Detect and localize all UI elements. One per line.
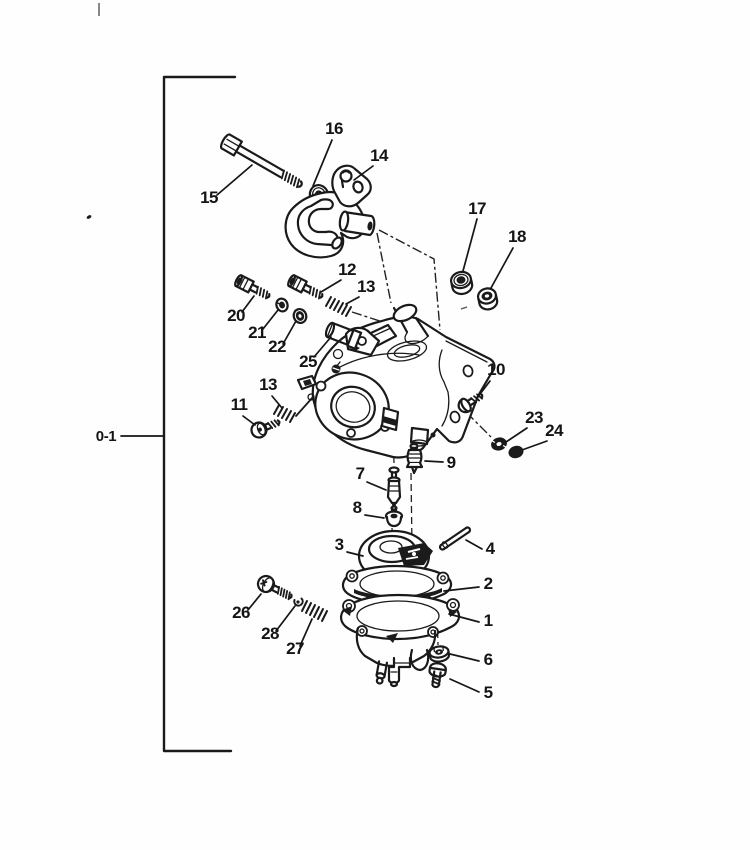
body-top-boss (392, 303, 430, 345)
leader-line-27 (299, 618, 313, 647)
callout-16: 16 (325, 119, 343, 138)
leader-line-13 (271, 395, 283, 409)
bowl-drain (375, 648, 430, 688)
callout-13: 13 (259, 375, 277, 394)
callout-2: 2 (484, 574, 493, 593)
part-screw-26 (256, 574, 293, 601)
leader-line-16 (312, 139, 333, 187)
callout-26: 26 (232, 603, 250, 622)
callout-17: 17 (468, 199, 486, 218)
leader-line-13 (345, 296, 360, 305)
part-bolt-15 (219, 133, 303, 189)
part-nut-6 (428, 645, 451, 663)
callout-23: 23 (525, 408, 543, 427)
part-spring-13a (325, 296, 352, 317)
part-needle-7 (386, 466, 402, 514)
leader-line-9 (424, 460, 444, 463)
callout-1: 1 (484, 611, 493, 630)
part-bolt-5 (428, 662, 447, 689)
leader-line-17 (462, 218, 478, 272)
body-bottom-stubs (380, 406, 436, 447)
leader-line-20 (241, 295, 255, 313)
callout-18: 18 (508, 227, 526, 246)
scan-marks (86, 3, 468, 310)
leader-line-6 (449, 653, 480, 662)
callout-24: 24 (545, 421, 564, 440)
leader-line-1 (448, 613, 480, 623)
leader-line-7 (366, 481, 387, 491)
part-screw-12 (287, 274, 324, 300)
leader-line-26 (247, 593, 262, 611)
callout-3: 3 (335, 535, 344, 554)
leader-line-3 (346, 551, 364, 557)
part-shaft-25 (324, 321, 363, 350)
callout-13: 13 (357, 277, 375, 296)
part-washer-23 (491, 437, 507, 451)
leader-line-2 (443, 586, 480, 592)
body-venturi (314, 371, 390, 441)
part-grommet-17 (449, 270, 474, 296)
part-spring-13b (273, 404, 296, 423)
callout-8: 8 (353, 498, 362, 517)
left-speck (86, 215, 92, 219)
part-washer-22 (292, 307, 308, 325)
leader-line-15 (216, 164, 253, 196)
callout-14: 14 (370, 146, 389, 165)
small-dash-mark (460, 306, 468, 310)
callout-5: 5 (484, 683, 493, 702)
part-washer-28 (293, 597, 304, 607)
leader-line-23 (505, 427, 528, 443)
leader-line-11 (242, 415, 256, 426)
callout-25: 25 (299, 352, 317, 371)
part-spring-27 (301, 600, 328, 622)
group-bracket (162, 75, 237, 753)
callout-6: 6 (484, 650, 493, 669)
part-float-pin-4 (438, 526, 472, 551)
leader-line-28 (275, 605, 296, 632)
leader-line-22 (282, 320, 297, 345)
part-valve-9 (405, 442, 424, 475)
callout-0-1: 0-1 (96, 428, 117, 445)
callout-4: 4 (486, 539, 496, 558)
leader-line-14 (353, 165, 374, 181)
leader-line-10 (476, 380, 491, 399)
callout-9: 9 (447, 453, 456, 472)
leader-line-24 (521, 440, 548, 451)
callout-20: 20 (227, 306, 245, 325)
part-grommet-18 (476, 287, 499, 311)
leader-line-18 (490, 247, 514, 289)
callout-27: 27 (286, 639, 304, 658)
part-screw-20 (234, 274, 271, 300)
leader-line-21 (262, 309, 279, 330)
leader-line-5 (449, 678, 480, 693)
callout-7: 7 (356, 464, 365, 483)
leader-line-8 (364, 514, 385, 519)
callout-11: 11 (231, 395, 248, 414)
part-float-bowl-1 (340, 593, 461, 688)
part-washer-21 (275, 297, 289, 313)
callout-21: 21 (248, 323, 266, 342)
leader-line-4 (465, 539, 483, 550)
part-seat-8 (384, 505, 404, 528)
callout-10: 10 (487, 360, 505, 379)
part-screw-11 (250, 419, 281, 439)
bracket-roller (338, 210, 376, 237)
part-carburetor-body (296, 303, 496, 459)
leader-line-25 (313, 336, 332, 358)
leader-line-12 (320, 279, 342, 293)
callout-12: 12 (338, 260, 356, 279)
callout-15: 15 (200, 188, 218, 207)
part-lever-bracket-14 (284, 164, 376, 259)
callout-28: 28 (261, 624, 279, 643)
part-washer-24 (508, 445, 524, 459)
callout-22: 22 (268, 337, 286, 356)
body-mount-flange (438, 340, 488, 427)
